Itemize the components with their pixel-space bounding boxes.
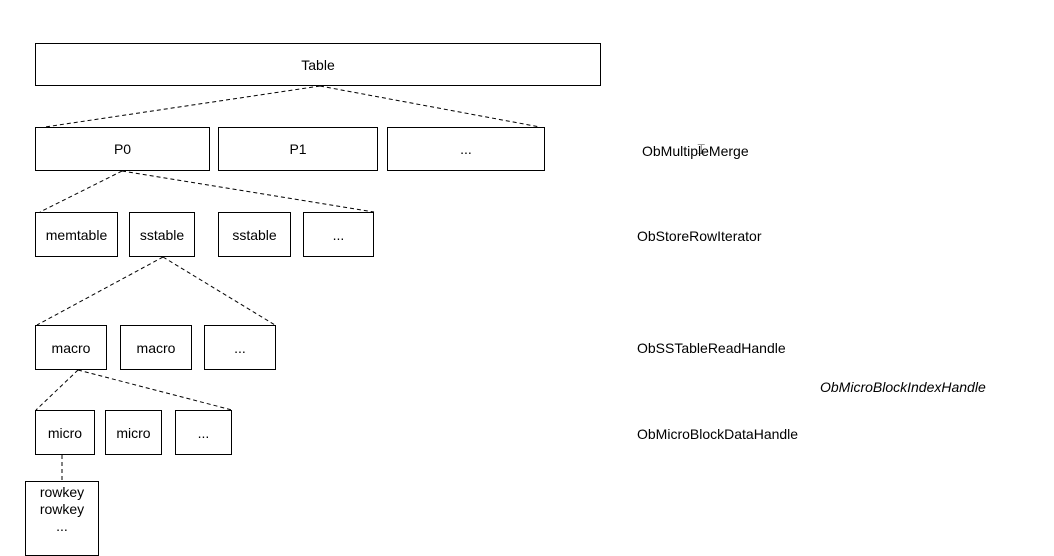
macro-node-2: macro [120,325,192,370]
macro-node-1: macro [35,325,107,370]
connector-table-to-more [319,85,541,128]
connector-sstable-to-macro [36,256,164,326]
connector-macro-to-more [77,369,233,411]
connector-sstable-to-more [162,256,276,326]
text-cursor-icon: ⌶ [697,141,706,157]
rowkey-line-1: rowkey [39,484,85,500]
partition-p0-node: P0 [35,127,210,171]
micro-more-node: ... [175,410,232,455]
memtable-node: memtable [35,212,118,257]
micro-node-1: micro [35,410,95,455]
rowkey-node: rowkey rowkey ... [25,481,99,556]
partition-p1-node: P1 [218,127,378,171]
store-more-node: ... [303,212,374,257]
label-micro-block-data-handle: ObMicroBlockDataHandle [637,426,799,442]
rowkey-line-2: rowkey [39,501,85,517]
connector-p0-to-memtable [39,170,123,213]
sstable-node-1: sstable [129,212,195,257]
macro-more-node: ... [204,325,276,370]
label-micro-block-index-handle: ObMicroBlockIndexHandle [820,379,986,395]
label-multiple-merge: ObMultipleMerge [642,143,749,159]
partition-more-node: ... [387,127,545,171]
sstable-node-2: sstable [218,212,291,257]
label-sstable-read-handle: ObSSTableReadHandle [637,340,786,356]
micro-node-2: micro [105,410,162,455]
connector-macro-to-micro [35,369,79,411]
rowkey-line-more: ... [56,518,68,534]
label-store-row-iterator: ObStoreRowIterator [637,228,762,244]
table-node: Table [35,43,601,86]
connector-table-to-p0 [44,85,321,128]
connector-p0-to-more [121,170,375,213]
